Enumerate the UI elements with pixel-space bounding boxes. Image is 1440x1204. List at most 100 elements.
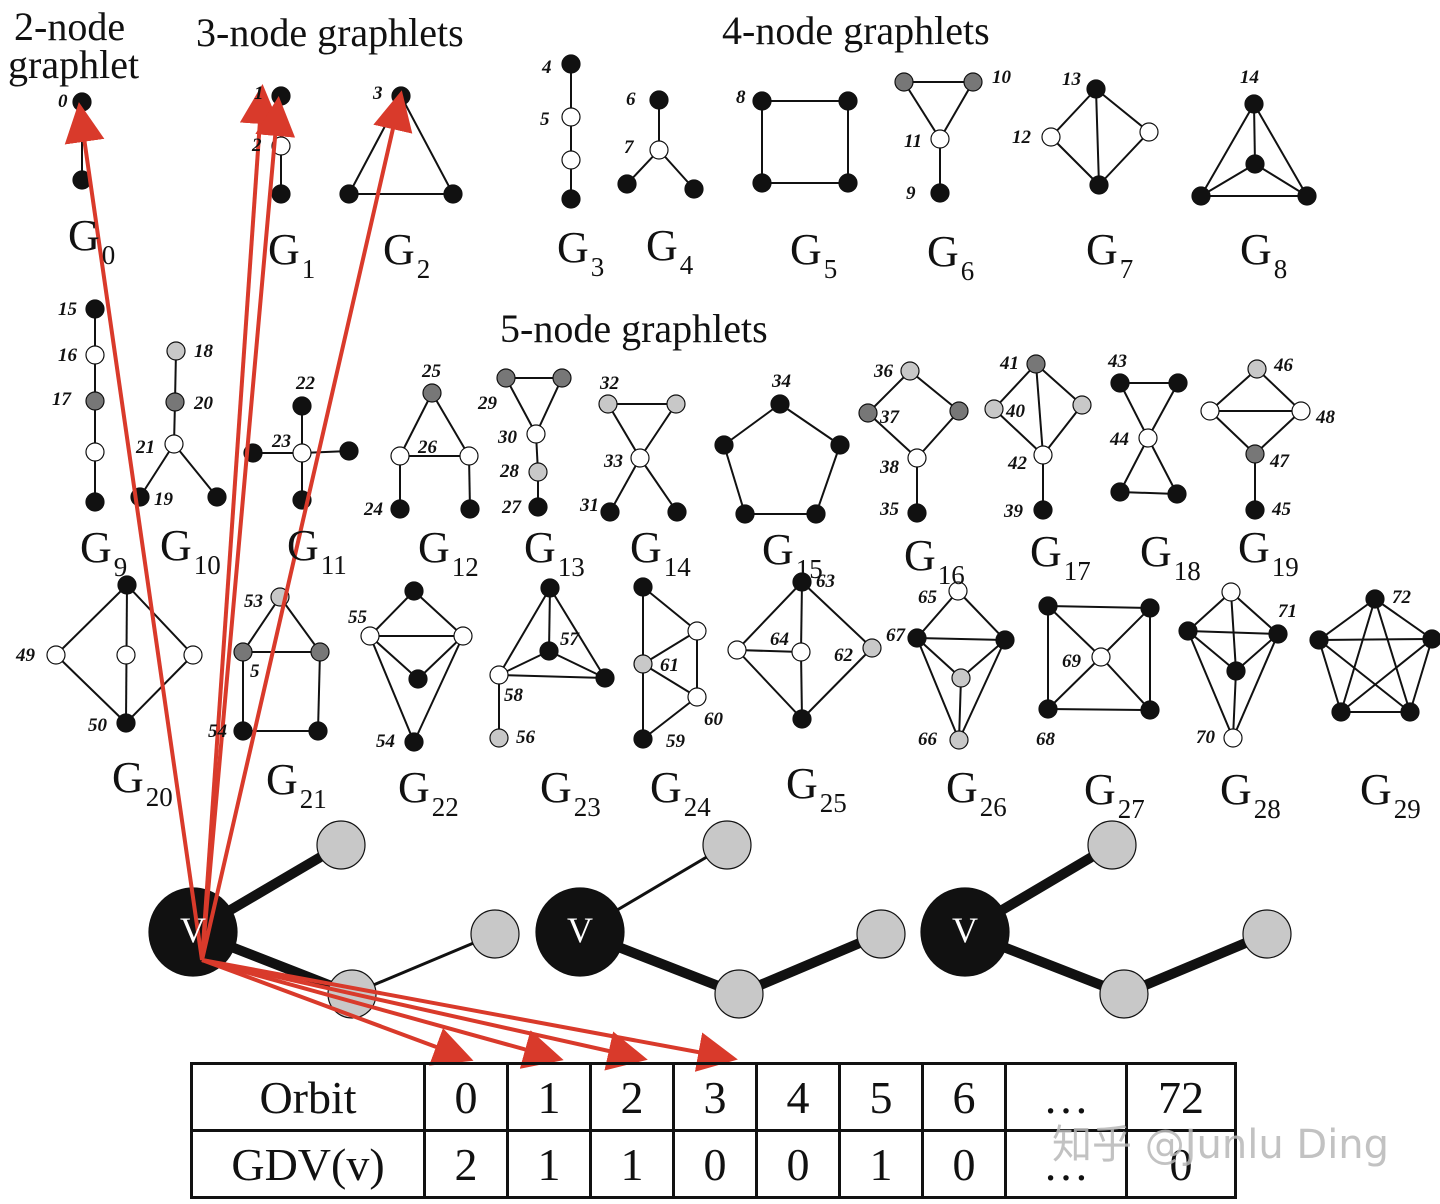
- graphlet-edge: [125, 654, 194, 724]
- graphlet-edge: [1047, 605, 1151, 609]
- graphlet-edge: [1230, 591, 1279, 635]
- graphlet-node: [1139, 122, 1159, 142]
- graphlet-node: [552, 368, 572, 388]
- graphlet-name: G18: [1140, 530, 1201, 587]
- graphlet-edge: [369, 635, 419, 680]
- graphlet-edge: [642, 696, 698, 740]
- graphlet-node: [630, 448, 650, 468]
- orbit-label: 4: [542, 57, 552, 78]
- orbit-label: 36: [874, 361, 893, 382]
- graphlet-node: [1038, 596, 1058, 616]
- graphlet-node: [1244, 94, 1264, 114]
- gdv-cell: 2: [423, 1129, 509, 1199]
- graphlet-edge: [498, 674, 606, 679]
- graphlet-node: [339, 441, 359, 461]
- orbit-label: 31: [580, 495, 599, 516]
- example-v-node: [920, 887, 1010, 977]
- example-v-label: V: [180, 910, 206, 950]
- graphlet-edge: [815, 444, 841, 515]
- graphlet-edge: [1035, 363, 1083, 406]
- orbit-label: 12: [1012, 127, 1031, 148]
- graphlet-name: G11: [287, 524, 347, 581]
- orbit-label: 42: [1008, 453, 1027, 474]
- graphlet-edge: [1042, 404, 1083, 456]
- graphlet-prefix: G: [650, 763, 682, 812]
- graphlet-node: [951, 668, 971, 688]
- graphlet-edge: [139, 443, 175, 498]
- orbit-cell: 0: [423, 1062, 509, 1132]
- graphlet-node: [390, 499, 410, 519]
- graphlet-edge: [1100, 607, 1151, 658]
- graphlet-node: [1365, 589, 1385, 609]
- graphlet-node: [649, 90, 669, 110]
- red-arrow: [200, 84, 280, 961]
- graphlet-index: 19: [1271, 552, 1299, 582]
- graphlet-node: [422, 383, 442, 403]
- orbit-label: 44: [1110, 429, 1129, 450]
- graphlet-edge: [609, 457, 641, 513]
- graphlet-node: [1297, 186, 1317, 206]
- gdv-cell: 0: [921, 1129, 1007, 1199]
- orbit-label: 34: [772, 371, 791, 392]
- graphlet-prefix: G: [557, 223, 589, 272]
- graphlet-name: G12: [418, 526, 479, 583]
- graphlet-edge: [916, 637, 1006, 641]
- graphlet-node: [183, 645, 203, 665]
- graphlet-edge: [993, 363, 1037, 410]
- graphlet-node: [995, 630, 1015, 650]
- graphlet-index: 23: [573, 792, 601, 822]
- graphlet-name: G17: [1030, 530, 1091, 587]
- orbit-cell: 1: [506, 1062, 592, 1132]
- graphlet-name: G9: [80, 526, 127, 583]
- orbit-label: 68: [1036, 729, 1055, 750]
- graphlet-edge: [903, 81, 941, 140]
- graphlet-name: G10: [160, 524, 221, 581]
- graphlet-index: 25: [819, 788, 847, 818]
- graphlet-edge: [1187, 630, 1237, 672]
- graphlet-edge: [939, 81, 974, 140]
- orbit-label: 1: [254, 83, 264, 104]
- graphlet-node: [1033, 500, 1053, 520]
- graphlet-node: [1110, 482, 1130, 502]
- orbit-label: 6: [626, 89, 636, 110]
- graphlet-node: [85, 442, 105, 462]
- graphlet-edge: [1254, 410, 1302, 455]
- orbit-label: 55: [348, 607, 367, 628]
- orbit-label: 16: [58, 345, 77, 366]
- graphlet-edge: [1119, 382, 1149, 439]
- red-arrow: [200, 90, 413, 961]
- graphlet-index: 22: [431, 792, 459, 822]
- graphlet-node: [1422, 629, 1440, 649]
- graphlet-index: 12: [451, 552, 479, 582]
- graphlet-node: [404, 732, 424, 752]
- graphlet-edge: [1374, 598, 1433, 640]
- orbit-label: 64: [770, 629, 789, 650]
- graphlet-node: [752, 91, 772, 111]
- graphlet-edge: [431, 392, 470, 457]
- graphlet-index: 17: [1063, 556, 1091, 586]
- graphlet-name: G23: [540, 766, 601, 823]
- graphlet-edge: [779, 403, 841, 446]
- example-v-label: V: [567, 910, 593, 950]
- graphlet-node: [633, 654, 653, 674]
- gdv-row-header: GDV(v): [190, 1129, 426, 1199]
- orbit-label: 28: [500, 461, 519, 482]
- graphlet-prefix: G: [646, 221, 678, 270]
- graphlet-node: [792, 572, 812, 592]
- graphlet-node: [561, 107, 581, 127]
- orbit-cell: 2: [589, 1062, 675, 1132]
- orbit-label: 62: [834, 645, 853, 666]
- orbit-cell: …: [1004, 1062, 1128, 1132]
- graphlet-name: G14: [630, 526, 691, 583]
- graphlet-node: [595, 668, 615, 688]
- graphlet-node: [649, 140, 669, 160]
- graphlet-prefix: G: [790, 225, 822, 274]
- orbit-label: 8: [736, 87, 746, 108]
- graphlet-edge: [800, 581, 803, 653]
- graphlet-name: G5: [790, 225, 837, 285]
- graphlet-edge: [55, 654, 127, 724]
- graphlet-node: [930, 129, 950, 149]
- orbit-label: 19: [154, 489, 173, 510]
- graphlet-name: G29: [1360, 768, 1421, 825]
- graphlet-node: [1245, 444, 1265, 464]
